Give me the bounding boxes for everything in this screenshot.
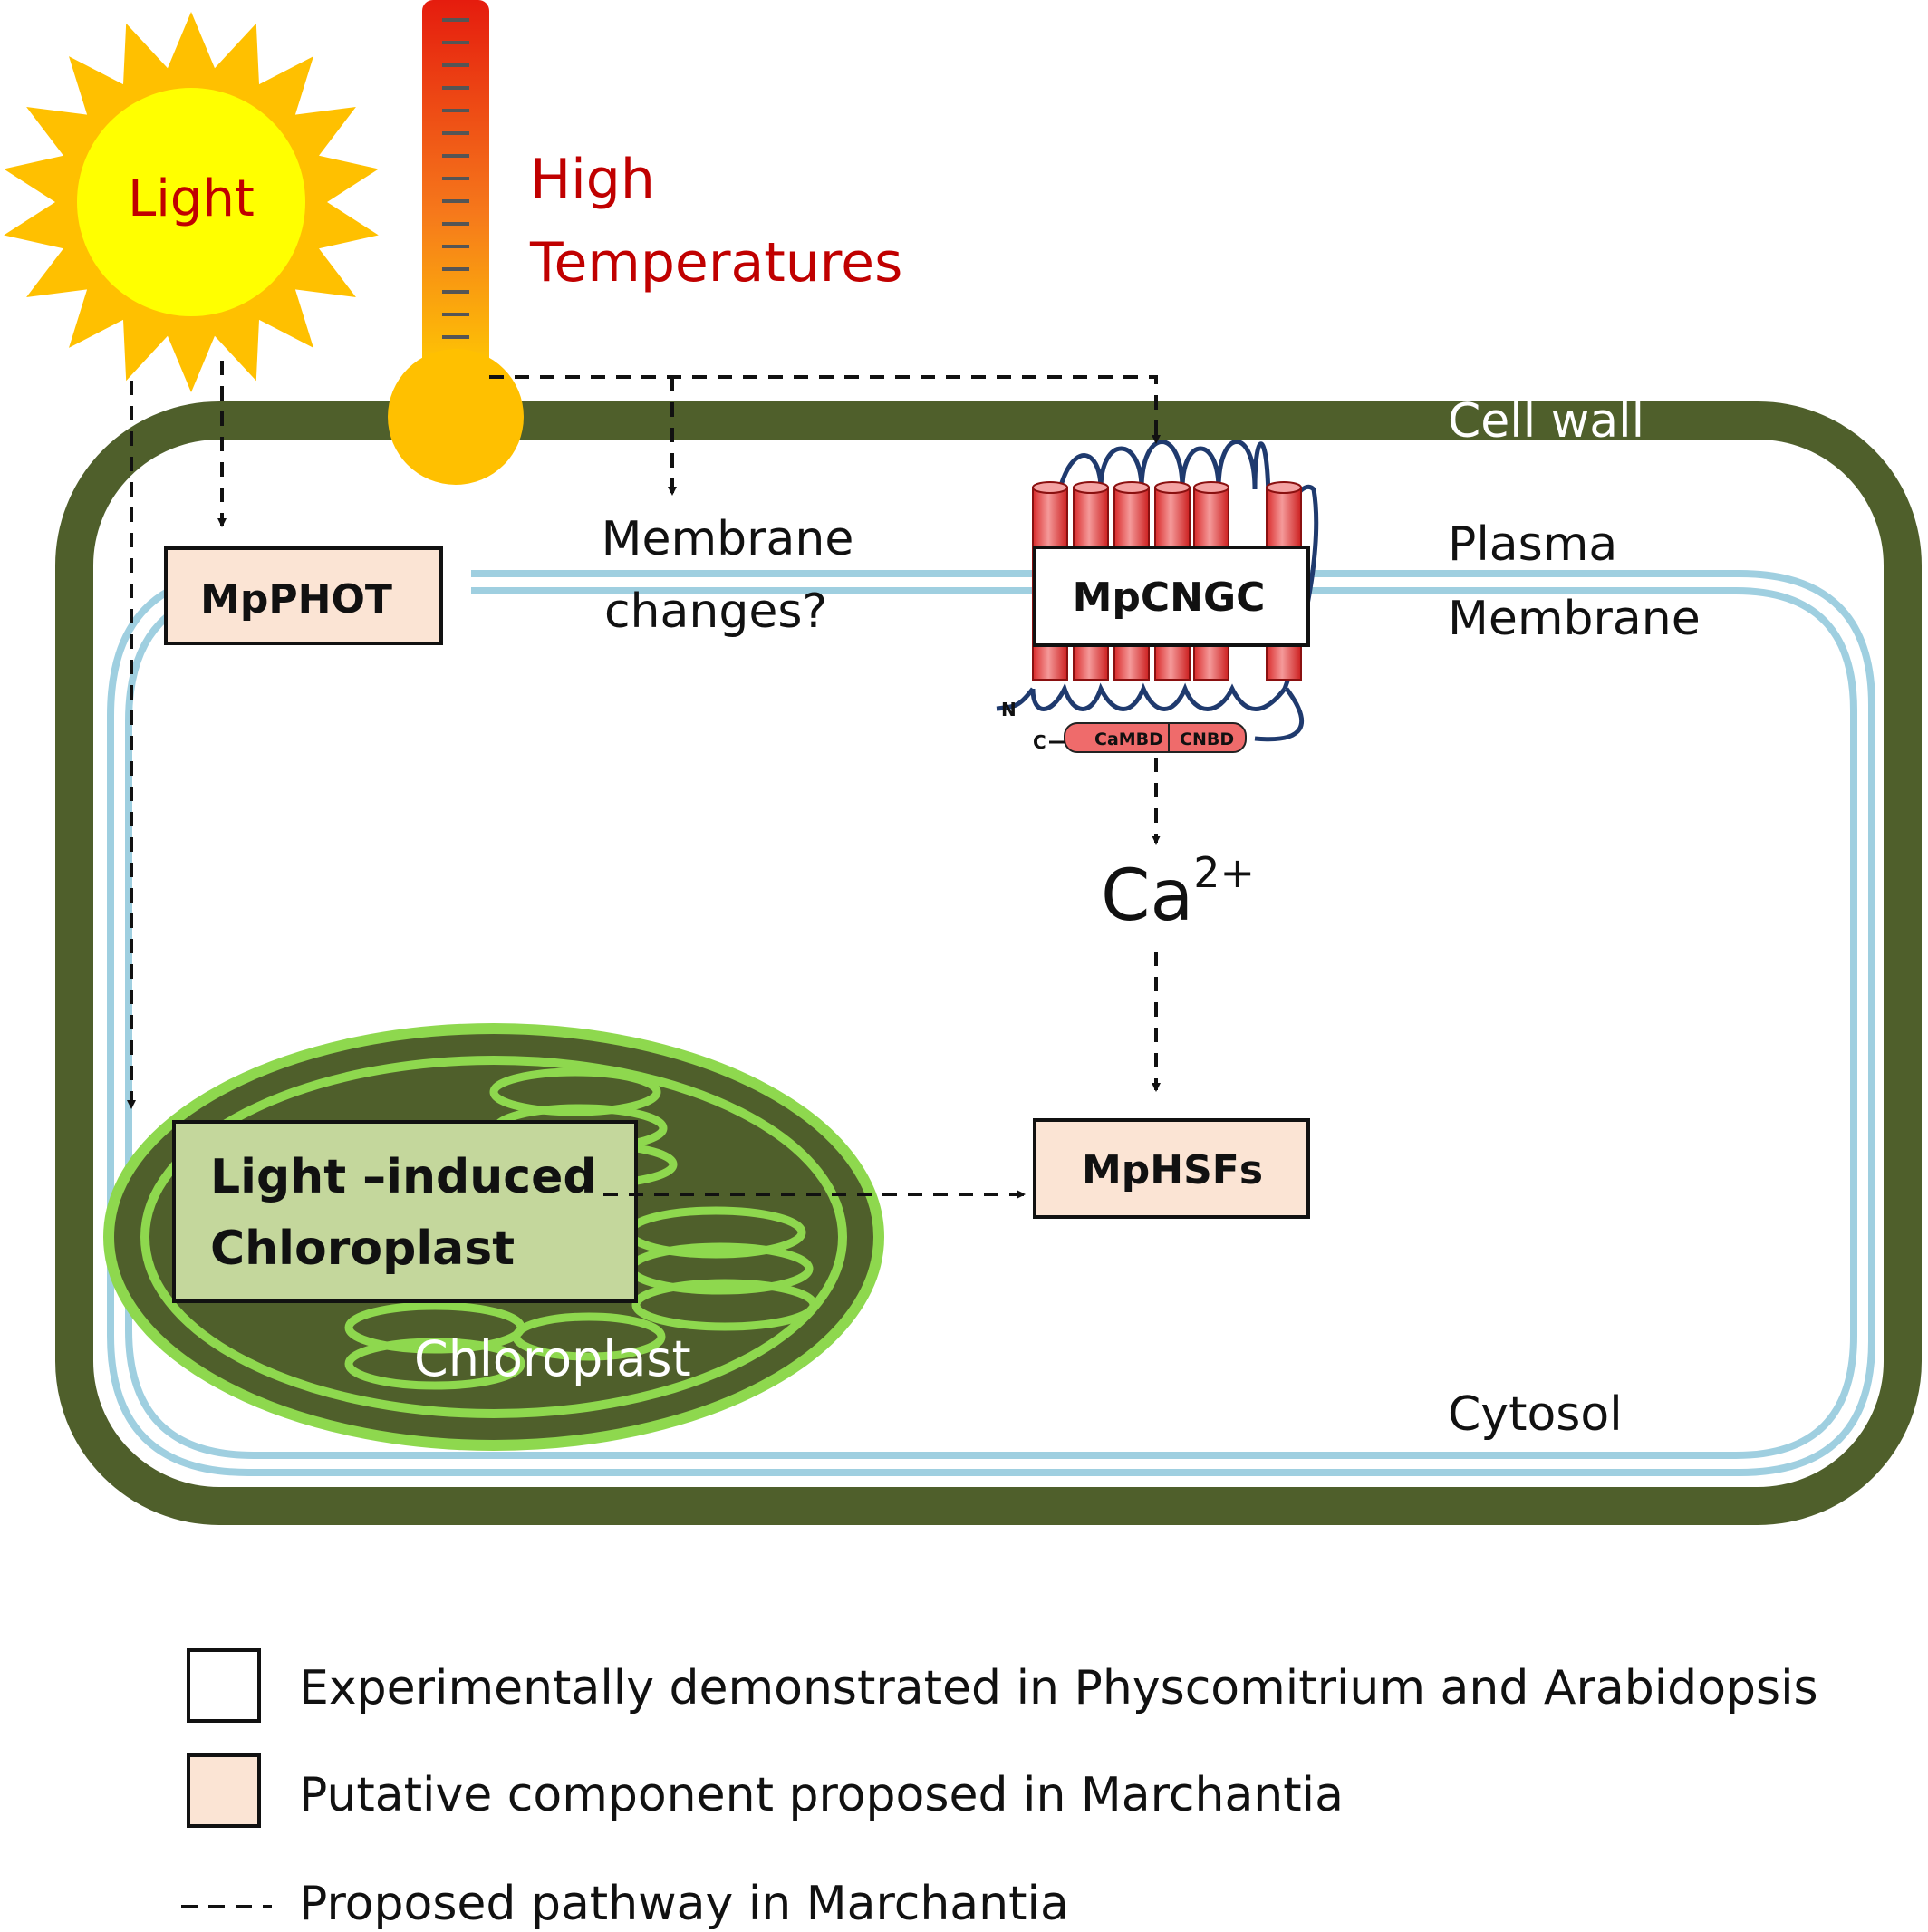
proposed-pathway-arrows (127, 361, 1161, 1199)
mphsfs-box: MpHSFs (1033, 1118, 1310, 1219)
legend-putative-label: Putative component proposed in Marchanti… (299, 1768, 1344, 1822)
calcium-label: Ca2+ (1101, 848, 1255, 937)
cngc-domain-2: CNBD (1180, 729, 1234, 749)
calcium-base: Ca (1101, 855, 1193, 937)
cngc-c-terminus: C (1033, 731, 1046, 753)
light-induced-label-line1: Light –induced (210, 1150, 597, 1204)
mphsfs-label: MpHSFs (1082, 1147, 1263, 1193)
light-induced-chloroplast-box: Light –induced Chloroplast (172, 1120, 638, 1303)
light-label: Light (128, 169, 255, 228)
plasma-membrane (107, 570, 1875, 1476)
mpcngc-label: MpCNGC (1073, 575, 1266, 621)
mpcngc-box: MpCNGC (1033, 546, 1310, 647)
cell-wall (55, 401, 1922, 1525)
cngc-helix-cap (1113, 481, 1150, 494)
temperature-label-line1: High (530, 148, 655, 211)
calcium-superscript: 2+ (1193, 848, 1255, 897)
mpphot-label: MpPHOT (200, 576, 392, 623)
legend: Experimentally demonstrated in Physcomit… (181, 1648, 1818, 1931)
sun-icon: Light (4, 12, 379, 392)
cytosol-label: Cytosol (1448, 1387, 1623, 1442)
cngc-helix-cap (1073, 481, 1109, 494)
legend-experimental-swatch (187, 1648, 261, 1723)
plasma-membrane-label-line2: Membrane (1448, 592, 1701, 646)
mpphot-box: MpPHOT (164, 546, 443, 645)
cngc-helix-cap (1266, 481, 1302, 494)
cngc-helix-cap (1154, 481, 1191, 494)
arrow-heat-to-cngc (489, 375, 1161, 444)
chloroplast-label: Chloroplast (414, 1330, 691, 1387)
cngc-helix-cap (1193, 481, 1229, 494)
cngc-domain-1: CaMBD (1094, 729, 1163, 749)
cell-wall-label: Cell wall (1448, 394, 1644, 449)
thermometer-icon (388, 0, 524, 485)
legend-putative-swatch (187, 1753, 261, 1828)
cngc-helix-cap (1032, 481, 1068, 494)
legend-pathway-label: Proposed pathway in Marchantia (299, 1877, 1069, 1931)
light-induced-label-line2: Chloroplast (210, 1222, 515, 1276)
plasma-membrane-label-line1: Plasma (1448, 517, 1617, 572)
membrane-changes-line2: changes? (604, 584, 827, 639)
legend-experimental-label: Experimentally demonstrated in Physcomit… (299, 1661, 1818, 1715)
temperature-label-line2: Temperatures (529, 231, 902, 295)
cngc-n-terminus: N (1001, 699, 1017, 720)
membrane-changes-line1: Membrane (602, 512, 854, 566)
